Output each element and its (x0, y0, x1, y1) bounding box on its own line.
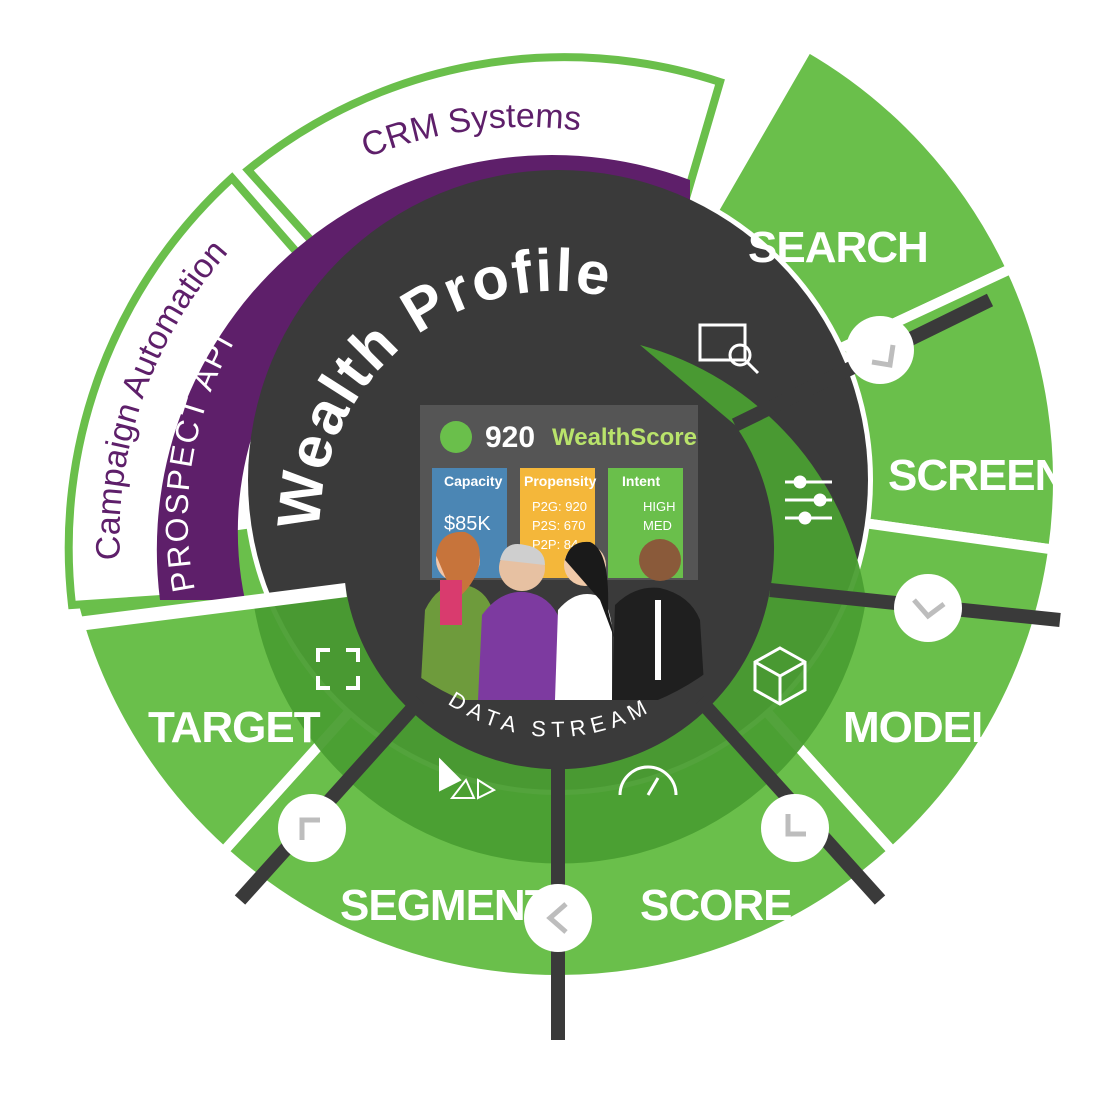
connectors (278, 316, 962, 952)
connector-segment-target (278, 794, 346, 862)
inner-ring (253, 345, 866, 864)
cube-icon (753, 646, 807, 706)
segments-icon (439, 757, 497, 800)
segment-label-search: SEARCH (748, 223, 928, 272)
segment-icons (316, 323, 832, 800)
connector-model-score (761, 794, 829, 862)
propensity-line-1: P2G: 920 (532, 499, 587, 514)
connector-search-screen (846, 316, 914, 384)
brain-icon (440, 421, 472, 453)
sliders-icon (785, 475, 832, 525)
segment-labels: SEARCH SCREEN MODEL SCORE SEGMENT TARGET (148, 223, 1066, 930)
segment-label-target: TARGET (148, 703, 321, 752)
segment-label-score: SCORE (640, 881, 791, 930)
score-label: WealthScore (552, 424, 697, 451)
segment-label-segment: SEGMENT (340, 881, 552, 930)
propensity-line-2: P2S: 670 (532, 518, 586, 533)
score-value: 920 (485, 421, 535, 454)
intent-line-2: MED (643, 518, 672, 533)
segment-label-screen: SCREEN (888, 451, 1065, 500)
propensity-head: Propensity (524, 473, 597, 489)
capacity-value: $85K (444, 513, 491, 535)
intent-head: Intent (622, 473, 660, 489)
segment-label-model: MODEL (843, 703, 997, 752)
propensity-line-3: P2P: 84 (532, 537, 578, 552)
gauge-icon (618, 765, 678, 796)
intent-line-1: HIGH (643, 499, 676, 514)
connector-screen-model (894, 574, 962, 642)
target-frame-icon (316, 648, 360, 690)
connector-score-segment (524, 884, 592, 952)
search-window-icon (698, 323, 760, 375)
capacity-head: Capacity (444, 473, 503, 489)
people-illustration (420, 531, 705, 700)
